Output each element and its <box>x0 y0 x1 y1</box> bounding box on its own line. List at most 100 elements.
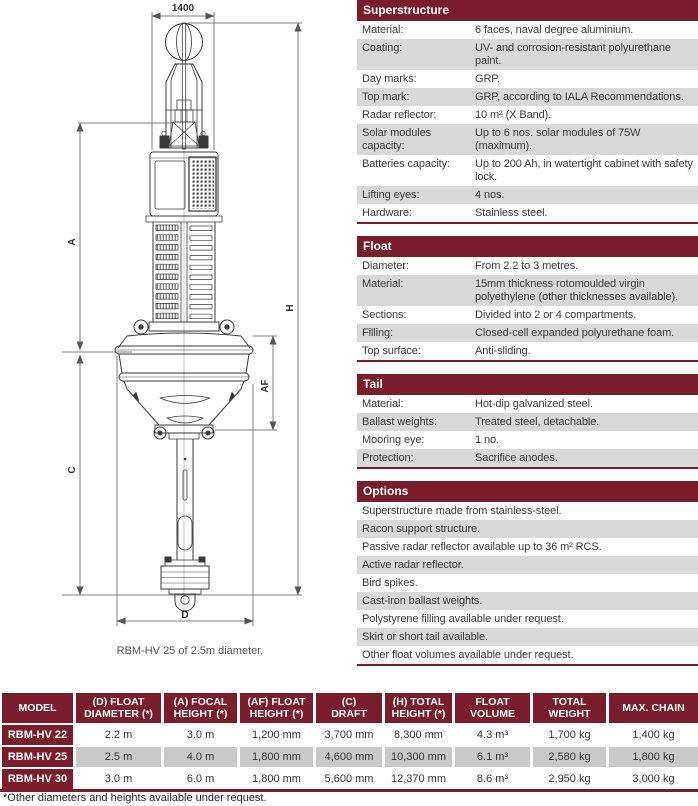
spec-label: Mooring eye: <box>362 434 425 446</box>
spec-value: From 2.2 to 3 metres. <box>475 260 579 272</box>
table-header-cell: (C) DRAFT <box>316 693 382 723</box>
footnote: *Other diameters and heights available u… <box>3 792 267 804</box>
section-tail: Tail Material:Hot-dip galvanized steel. … <box>357 374 698 469</box>
spec-label: Material: <box>362 278 404 290</box>
table-header-cell: TOTAL WEIGHT <box>533 693 606 723</box>
spec-row: Radar reflector: 10 m² (X Band). <box>357 106 698 124</box>
spec-label: Diameter: <box>362 260 409 272</box>
table-cell: 4,600 mm <box>316 747 382 767</box>
table-header-cell: (H) TOTAL HEIGHT (*) <box>385 693 452 723</box>
table-header-cell: (D) FLOAT DIAMETER (*) <box>76 693 161 723</box>
spec-value: Up to 6 nos. solar modules of 75W (maxim… <box>475 127 641 152</box>
table-cell: 6.0 m <box>164 769 237 789</box>
model-cell: RBM-HV 22 <box>2 725 73 745</box>
spec-value: Stainless steel. <box>475 207 548 219</box>
spec-value: Treated steel, detachable. <box>475 416 600 428</box>
table-cell: 8,300 mm <box>385 725 452 745</box>
table-cell: 2,580 kg <box>533 747 606 767</box>
spec-value: UV- and corrosion-resistant polyurethane… <box>475 42 671 67</box>
spec-row: Material: 15mm thickness rotomoulded virg… <box>357 275 698 306</box>
spec-label: Day marks: <box>362 73 417 85</box>
spec-value: 15mm thickness rotomoulded virgin polyet… <box>475 278 678 303</box>
table-cell: 1,400 kg <box>609 725 698 745</box>
spec-label: Top mark: <box>362 91 410 103</box>
spec-row: Coating: UV- and corrosion-resistant poly… <box>357 39 698 70</box>
table-cell: 12,370 mm <box>385 769 452 789</box>
table-cell: 3.0 m <box>76 769 161 789</box>
spec-label: Filling: <box>362 327 393 339</box>
table-cell: 3.0 m <box>164 725 237 745</box>
spec-value: 1 no. <box>475 434 499 446</box>
spec-label: Protection: <box>362 452 414 464</box>
spec-value: 10 m² (X Band). <box>475 109 552 121</box>
spec-column: Superstructure Material: 6 faces, naval d… <box>357 0 698 678</box>
spec-value: Divided into 2 or 4 compartments. <box>475 309 637 321</box>
buoy-body <box>114 22 254 612</box>
spec-value: GRP, according to IALA Recommendations. <box>475 91 684 103</box>
table-cell: 5,600 mm <box>316 769 382 789</box>
table-header-cell: MODEL <box>2 693 73 723</box>
spec-value: Hot-dip galvanized steel. <box>475 398 593 410</box>
spec-row: Batteries capacity:Up to 200 Ah, in wate… <box>357 155 698 186</box>
spec-row: Top mark: GRP, according to IALA Recommen… <box>357 88 698 106</box>
table-cell: 2,950 kg <box>533 769 606 789</box>
table-cell: 2.2 m <box>76 725 161 745</box>
table-cell: 10,300 mm <box>385 747 452 767</box>
option-item: Active radar reflector. <box>357 556 698 574</box>
spec-row: Day marks: GRP. <box>357 70 698 88</box>
table-cell: 1,800 kg <box>609 747 698 767</box>
spec-label: Solar modules capacity: <box>362 127 432 152</box>
spec-label: Material: <box>362 24 404 36</box>
option-item: Passive radar reflector available up to … <box>362 541 602 553</box>
section-title: Float <box>357 236 698 257</box>
buoy-technical-drawing: 1400 A C H AF D RBM-HV 25 of 2.5m diamet… <box>62 3 302 657</box>
spec-row: Ballast weights:Treated steel, detachabl… <box>357 413 698 431</box>
spec-label: Sections: <box>362 309 407 321</box>
drawing-caption: RBM-HV 25 of 2.5m diameter. <box>117 645 264 657</box>
spec-label: Radar reflector: <box>362 109 437 121</box>
spec-value: Up to 200 Ah, in watertight cabinet with… <box>475 158 693 183</box>
dim-label-total-height: H <box>285 304 296 311</box>
spec-row: Protection:Sacrifice anodes. <box>357 449 698 467</box>
model-cell: RBM-HV 30 <box>2 769 73 789</box>
option-item: Racon support structure. <box>357 520 698 538</box>
spec-label: Coating: <box>362 42 403 54</box>
spec-value: GRP. <box>475 73 501 85</box>
section-title: Options <box>357 481 698 502</box>
table-cell: 3,700 mm <box>316 725 382 745</box>
model-cell: RBM-HV 25 <box>2 747 73 767</box>
spec-value: 6 faces, naval degree aluminium. <box>475 24 634 36</box>
table-cell: 2.5 m <box>76 747 161 767</box>
spec-label: Top surface: <box>362 345 421 357</box>
spec-label: Hardware: <box>362 207 412 219</box>
table-cell: 4.3 m³ <box>455 725 530 745</box>
section-options: Options Superstructure made from stainle… <box>357 481 698 666</box>
spec-value: 4 nos. <box>475 189 505 201</box>
dim-label-draft: C <box>67 466 78 473</box>
table-cell: 4.0 m <box>164 747 237 767</box>
spec-row: Hardware: Stainless steel. <box>357 204 698 222</box>
table-cell: 1,700 kg <box>533 725 606 745</box>
model-comparison-table: MODEL (D) FLOAT DIAMETER (*) (A) FOCAL H… <box>0 693 698 792</box>
spec-row: Mooring eye: 1 no. <box>357 431 698 449</box>
spec-row: Top surface: Anti-sliding. <box>357 342 698 360</box>
spec-row: Sections: Divided into 2 or 4 compartment… <box>357 306 698 324</box>
dim-label-diameter: D <box>181 610 188 621</box>
spec-row: Material: 6 faces, naval degree aluminium… <box>357 21 698 39</box>
spec-value: Anti-sliding. <box>475 345 531 357</box>
table-cell: 6.1 m³ <box>455 747 530 767</box>
section-title: Superstructure <box>357 0 698 21</box>
section-float: Float Diameter: From 2.2 to 3 metres. Mat… <box>357 236 698 362</box>
option-item: Other float volumes available under requ… <box>362 649 574 661</box>
option-item: Cast-iron ballast weights. <box>357 592 698 610</box>
dim-label-float-height: AF <box>260 379 271 392</box>
option-item: Skirt or short tail available. <box>357 628 698 646</box>
spec-row: Filling:Closed-cell expanded polyurethan… <box>357 324 698 342</box>
table-header-cell: (A) FOCAL HEIGHT (*) <box>164 693 237 723</box>
spec-label: Material: <box>362 398 404 410</box>
option-item: Superstructure made from stainless-steel… <box>362 505 562 517</box>
table-cell: 1,800 mm <box>240 747 313 767</box>
table-header-cell: (AF) FLOAT HEIGHT (*) <box>240 693 313 723</box>
dimension-lines <box>62 12 302 626</box>
spec-row: Lifting eyes:4 nos. <box>357 186 698 204</box>
